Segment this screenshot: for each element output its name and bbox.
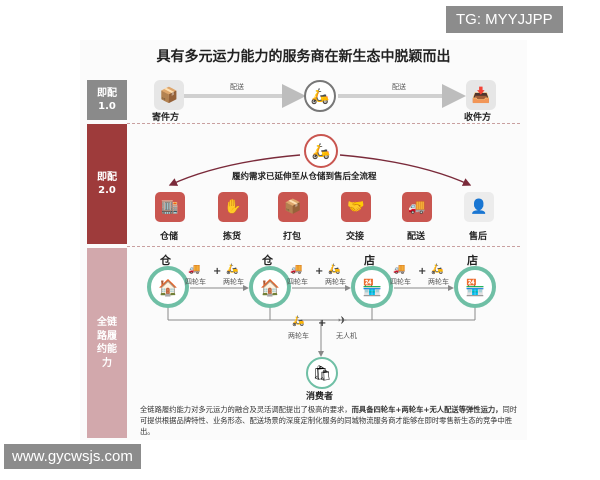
node-label-4: 店: [467, 254, 478, 267]
plus-sign: +: [418, 266, 427, 277]
four-wheel-label: 四轮车: [185, 278, 206, 286]
truck-icon: 🚚: [290, 264, 303, 275]
aftersale-icon: 👤: [464, 192, 494, 222]
desc-rest: 同时可提供根据品牌特性、业务形态、配送场景的深度定制化服务的同城物流服务商才能够…: [140, 405, 518, 436]
plus-sign: +: [315, 266, 324, 277]
consumer-icon: 🛍: [306, 357, 338, 389]
step-label-picking: 拣货: [223, 232, 242, 242]
scooter-icon: 🛵: [328, 264, 341, 275]
plus-sign: +: [213, 266, 222, 277]
two-wheel-label: 两轮车: [223, 278, 244, 286]
four-wheel-label: 四轮车: [287, 278, 308, 286]
store-node-icon: 🏪: [351, 266, 393, 308]
description-text: 全链路履约能力对多元运力的融合及灵活调配提出了极高的要求，而具备四轮车+两轮车+…: [140, 404, 518, 437]
row2-caption: 履约需求已延伸至从仓储到售后全流程: [232, 172, 377, 182]
drone-icon: ✈: [338, 314, 348, 327]
handover-icon: 🤝: [341, 192, 371, 222]
node-label-2: 仓: [262, 254, 273, 267]
desc-bold: 而具备四轮车+两轮车+无人配送等弹性运力，: [351, 405, 503, 414]
deliver-label-b: 配送: [392, 83, 406, 91]
two-wheel-label: 两轮车: [288, 332, 309, 340]
truck-icon: 🚚: [402, 192, 432, 222]
four-wheel-label: 四轮车: [390, 278, 411, 286]
sender-label: 寄件方: [152, 113, 180, 123]
step-label-delivery: 配送: [407, 232, 426, 242]
scooter-icon: 🛵: [431, 264, 444, 275]
band-full-chain: 全链 路履 约能 力: [87, 248, 127, 438]
warehouse-node-icon: 🏠: [249, 266, 291, 308]
row2-arc-right: [339, 154, 472, 186]
deliver-label-a: 配送: [230, 83, 244, 91]
plus-sign: +: [318, 318, 327, 329]
scooter-red-icon: 🛵: [304, 134, 338, 168]
packing-icon: 📦: [278, 192, 308, 222]
receiver-icon: 📥: [466, 80, 496, 110]
band-2-label: 即配 2.0: [97, 171, 117, 197]
step-label-warehouse: 仓储: [160, 232, 179, 242]
scooter-icon: 🛵: [292, 316, 305, 327]
warehouse-icon: 🏬: [155, 192, 185, 222]
divider-2: [127, 246, 520, 247]
desc-normal: 全链路履约能力对多元运力的融合及灵活调配提出了极高的要求，: [140, 405, 352, 414]
truck-icon: 🚚: [188, 264, 201, 275]
warehouse-node-icon: 🏠: [147, 266, 189, 308]
receiver-label: 收件方: [464, 113, 492, 123]
drone-label: 无人机: [336, 332, 357, 340]
picking-icon: ✋: [218, 192, 248, 222]
band-3-label: 全链 路履 约能 力: [97, 317, 117, 369]
step-label-handover: 交接: [346, 232, 365, 242]
watermark-top: TG: MYYJJPP: [446, 6, 563, 33]
band-instant-2: 即配 2.0: [87, 124, 127, 244]
step-label-packing: 打包: [283, 232, 302, 242]
node-label-3: 店: [364, 254, 375, 267]
scooter-icon: 🛵: [226, 264, 239, 275]
two-wheel-label: 两轮车: [325, 278, 346, 286]
truck-icon: 🚚: [393, 264, 406, 275]
sender-icon: 📦: [154, 80, 184, 110]
store-node-icon: 🏪: [454, 266, 496, 308]
band-instant-1: 即配 1.0: [87, 80, 127, 120]
scooter-icon: 🛵: [304, 80, 336, 112]
two-wheel-label: 两轮车: [428, 278, 449, 286]
page-title: 具有多元运力能力的服务商在新生态中脱颖而出: [156, 49, 451, 65]
band-1-label: 即配 1.0: [97, 87, 117, 113]
watermark-bottom: www.gycwsjs.com: [4, 444, 141, 469]
consumer-label: 消费者: [306, 392, 334, 402]
divider-1: [127, 123, 520, 124]
node-label-1: 仓: [160, 254, 171, 267]
step-label-aftersale: 售后: [469, 232, 488, 242]
row2-arc-left: [168, 154, 301, 186]
